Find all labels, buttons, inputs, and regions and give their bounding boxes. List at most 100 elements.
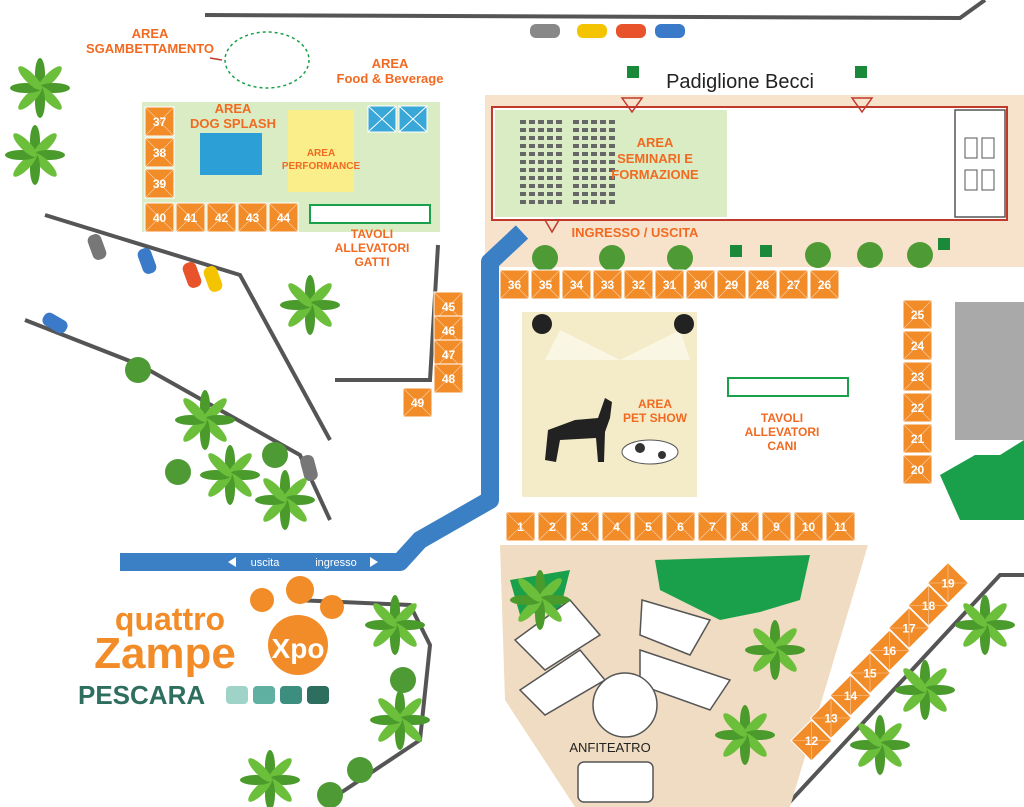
seminar-chair: [520, 120, 526, 124]
dog-splash-pool: [200, 133, 262, 175]
logo-block: [307, 686, 329, 704]
cat-tables-label-2: ALLEVATORI: [335, 241, 410, 255]
logo-block: [280, 686, 302, 704]
bush-icon: [347, 757, 373, 783]
stall-14: 14: [829, 674, 872, 717]
seminar-chairs: [520, 120, 615, 204]
seminar-chair: [591, 168, 597, 172]
svg-text:44: 44: [277, 211, 291, 225]
stall-1: 1: [505, 511, 536, 542]
svg-text:16: 16: [883, 644, 897, 658]
car: [182, 262, 202, 288]
food-box-cross: [367, 105, 428, 133]
svg-text:1: 1: [517, 520, 524, 534]
stall-12: 12: [790, 719, 833, 762]
svg-text:26: 26: [818, 278, 832, 292]
pet-show-label-2: PET SHOW: [623, 411, 688, 425]
bush-icon: [390, 667, 416, 693]
seminar-chair: [582, 128, 588, 132]
seminar-chair: [600, 184, 606, 188]
seminar-chair: [520, 144, 526, 148]
seminar-chair: [529, 192, 535, 196]
palm-tree-icon: [255, 470, 315, 530]
palm-tree-icon: [5, 125, 65, 185]
palm-tree-icon: [715, 705, 775, 765]
svg-text:21: 21: [911, 432, 925, 446]
dog-splash-label-1: AREA: [215, 101, 252, 116]
road-left-upper: [44, 213, 332, 441]
seminar-chair: [609, 184, 615, 188]
seminar-chair: [520, 200, 526, 204]
seminar-chair: [556, 192, 562, 196]
exit-sign-icon: [627, 66, 639, 78]
stall-48: 48: [433, 363, 464, 394]
seminar-chair: [556, 128, 562, 132]
seminar-chair: [600, 176, 606, 180]
spotlight-icon: [532, 314, 552, 334]
svg-text:34: 34: [570, 278, 584, 292]
svg-text:3: 3: [581, 520, 588, 534]
car: [137, 248, 157, 274]
main-walkway: [120, 225, 529, 571]
svg-text:49: 49: [411, 396, 425, 410]
area-labels: AREA SGAMBETTAMENTO AREA Food & Beverage…: [86, 26, 819, 453]
seminar-chair: [529, 120, 535, 124]
logo-block: [226, 686, 248, 704]
bush-icon: [857, 242, 883, 268]
svg-text:27: 27: [787, 278, 801, 292]
seminar-chair: [582, 160, 588, 164]
stall-49: 49: [402, 387, 433, 418]
svg-text:8: 8: [741, 520, 748, 534]
palm-tree-icon: [955, 595, 1015, 655]
stall-41: 41: [175, 202, 206, 233]
logo-city: PESCARA: [78, 680, 205, 710]
car: [616, 24, 646, 38]
svg-text:48: 48: [442, 372, 456, 386]
seminar-chair: [538, 152, 544, 156]
seminar-chair: [529, 144, 535, 148]
palm-tree-icon: [895, 660, 955, 720]
svg-text:47: 47: [442, 348, 456, 362]
svg-text:19: 19: [941, 577, 955, 591]
exit-sign-icon: [938, 238, 950, 250]
exit-signs: [627, 66, 950, 257]
seminar-chair: [600, 136, 606, 140]
logo-block: [253, 686, 275, 704]
stall-38: 38: [144, 137, 175, 168]
car: [577, 24, 607, 38]
seminar-chair: [591, 192, 597, 196]
car: [203, 266, 223, 292]
seminar-chair: [556, 152, 562, 156]
arrow-left-icon: [228, 557, 236, 567]
seminar-chair: [573, 144, 579, 148]
cars-top: [42, 24, 685, 482]
seminar-chair: [547, 184, 553, 188]
seminar-chair: [582, 136, 588, 140]
svg-text:23: 23: [911, 370, 925, 384]
svg-text:22: 22: [911, 401, 925, 415]
seminar-chair: [591, 176, 597, 180]
seminar-chair: [600, 120, 606, 124]
seminar-chair: [591, 136, 597, 140]
logo-line-1: quattro: [115, 601, 225, 637]
bush-icon: [125, 357, 151, 383]
seminar-chair: [600, 192, 606, 196]
stall-4: 4: [601, 511, 632, 542]
svg-text:28: 28: [756, 278, 770, 292]
seminar-chair: [547, 152, 553, 156]
seminar-chair: [582, 200, 588, 204]
dog-icon: [545, 398, 612, 462]
svg-text:9: 9: [773, 520, 780, 534]
seminar-chair: [582, 176, 588, 180]
svg-text:37: 37: [153, 115, 167, 129]
seminar-chair: [538, 144, 544, 148]
performance-label-2: PERFORMANCE: [282, 161, 361, 172]
seminar-chair: [556, 136, 562, 140]
seminar-chair: [600, 152, 606, 156]
stall-2: 2: [537, 511, 568, 542]
palm-tree-icon: [280, 275, 340, 335]
stall-19: 19: [926, 561, 970, 605]
seminar-chair: [556, 160, 562, 164]
seminar-chair: [520, 184, 526, 188]
